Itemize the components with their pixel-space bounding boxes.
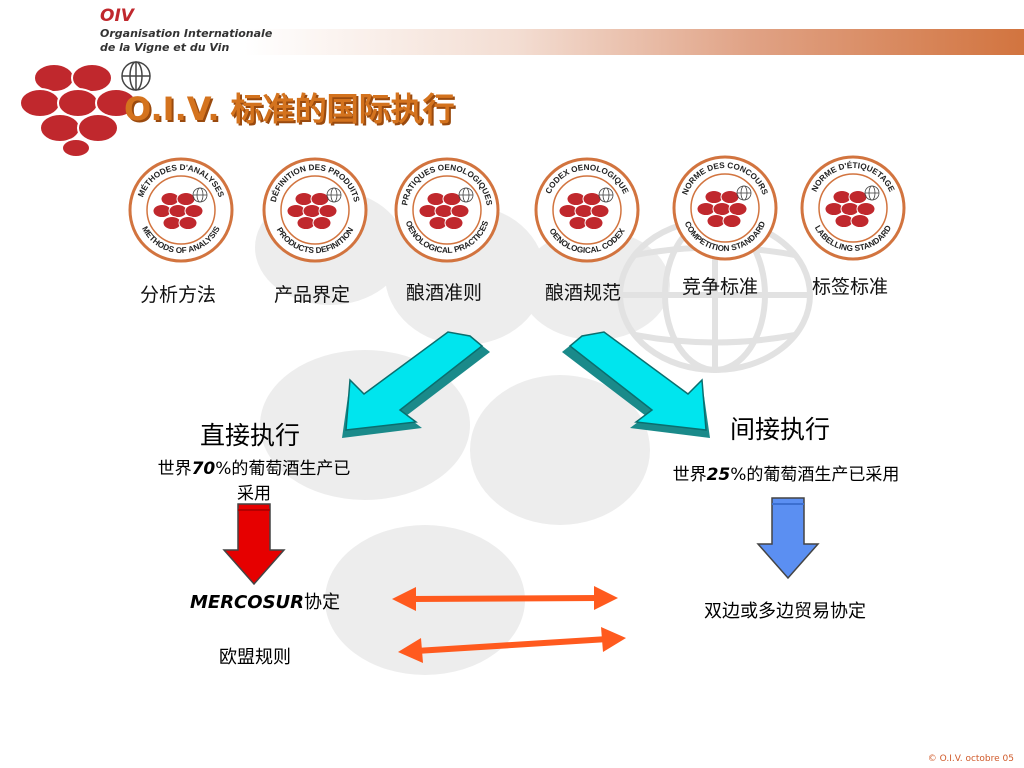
- direct-heading: 直接执行: [200, 421, 301, 450]
- brand-line-2: de la Vigne et du Vin: [100, 41, 230, 54]
- direct-desc-2: 采用: [237, 484, 271, 504]
- eu-rules-label: 欧盟规则: [219, 647, 291, 668]
- brand-line-1: Organisation Internationale: [100, 27, 273, 40]
- indirect-desc-a: 世界: [672, 465, 707, 485]
- indirect-percent: 25: [706, 465, 731, 485]
- double-arrow-top: [392, 586, 618, 611]
- arrow-down-left: [342, 331, 490, 438]
- label-practices: 酿酒准则: [406, 282, 483, 304]
- page-title: O.I.V. 标准的国际执行: [124, 90, 455, 128]
- mercosur-rest: 协定: [304, 592, 341, 613]
- label-products: 产品界定: [274, 284, 351, 306]
- direct-desc-c: %的葡萄酒生产已: [215, 459, 351, 479]
- label-methods: 分析方法: [140, 284, 217, 306]
- bilateral-label: 双边或多边贸易协定: [704, 601, 866, 622]
- indirect-desc: 世界25%的葡萄酒生产已采用: [630, 460, 942, 485]
- mercosur-bold: MERCOSUR: [189, 592, 305, 613]
- double-arrow-bottom: [398, 627, 626, 663]
- indirect-desc-c: %的葡萄酒生产已采用: [730, 465, 900, 485]
- indirect-heading: 间接执行: [730, 415, 831, 444]
- arrow-down-right: [562, 331, 710, 438]
- label-competition: 竞争标准: [682, 276, 759, 298]
- arrow-blue-down: [756, 497, 820, 580]
- footer-copyright: © O.I.V. octobre 05: [927, 754, 1014, 764]
- label-labelling: 标签标准: [812, 276, 889, 298]
- oiv-logo: [19, 61, 151, 158]
- direct-desc: 世界70%的葡萄酒生产已 采用: [118, 454, 390, 504]
- brand-oiv: OIV: [100, 6, 134, 26]
- bg-blob: [470, 375, 650, 525]
- header-gradient-bar: [244, 29, 1024, 55]
- direct-desc-a: 世界: [157, 459, 192, 479]
- arrow-red-down: [222, 503, 286, 586]
- mercosur-label: MERCOSUR协定: [160, 588, 370, 614]
- direct-percent: 70: [191, 459, 216, 479]
- label-codex: 酿酒规范: [545, 282, 622, 304]
